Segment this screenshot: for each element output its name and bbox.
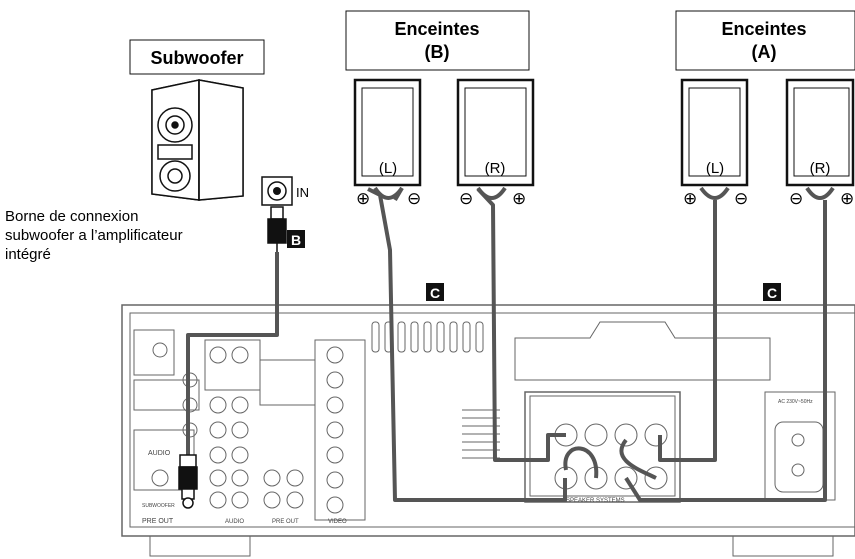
speakers-b-title-box: Enceintes (B): [345, 10, 530, 71]
minus-terminal-b-right: ⊖: [459, 189, 473, 208]
plus-terminal-b-left: ⊕: [356, 189, 370, 208]
pre-out-left-label: PRE OUT: [142, 518, 174, 525]
plus-terminal-a-left: ⊕: [683, 189, 697, 208]
speakers-b-title-line1: Enceintes: [394, 19, 479, 39]
minus-terminal-a-right: ⊖: [789, 189, 803, 208]
ac-label: AC 230V~50Hz: [778, 399, 813, 405]
subwoofer-icon: [151, 79, 244, 201]
pre-out-mid-label: PRE OUT: [272, 519, 299, 525]
speaker-b-left-label: (L): [379, 160, 397, 177]
speaker-b-right: (R): [456, 78, 535, 187]
subwoofer-in-label: IN: [296, 185, 309, 200]
video-label: VIDEO: [328, 519, 347, 525]
caption-line1: Borne de connexion: [5, 208, 138, 225]
audio-left-label: AUDIO: [148, 450, 171, 457]
receiver-rear-panel: [121, 304, 855, 557]
svg-text:C: C: [430, 285, 440, 301]
speaker-a-left-label: (L): [706, 160, 724, 177]
subwoofer-tag-label: SUBWOOFER: [142, 503, 175, 509]
svg-text:C: C: [767, 285, 777, 301]
cable-marker-b: B: [287, 230, 305, 248]
speaker-b-left: (L): [353, 78, 422, 187]
caption-line3: intégré: [5, 246, 51, 263]
subwoofer-label: Subwoofer: [151, 48, 244, 68]
subwoofer-input-jack: IN: [261, 176, 309, 206]
speaker-b-right-label: (R): [485, 160, 506, 177]
speaker-systems-label: SPEAKER SYSTEMS: [566, 498, 625, 504]
speakers-a-title-line1: Enceintes: [721, 19, 806, 39]
speaker-a-right-label: (R): [810, 160, 831, 177]
speakers-a-title-box: Enceintes (A): [675, 10, 855, 71]
speakers-a-title-line2: (A): [752, 42, 777, 62]
caption-line2: subwoofer a l’amplificateur: [5, 227, 183, 244]
cable-marker-c-left: C: [426, 283, 444, 301]
cable-marker-c-right: C: [763, 283, 781, 301]
cables: [186, 186, 835, 502]
speakers-b-title-line2: (B): [425, 42, 450, 62]
minus-terminal-a-left: ⊖: [734, 189, 748, 208]
rca-plug-top: [267, 206, 287, 252]
audio-mid-label: AUDIO: [225, 519, 244, 525]
plus-terminal-a-right: ⊕: [840, 189, 854, 208]
speaker-a-left: (L): [680, 78, 749, 187]
minus-terminal-b-left: ⊖: [407, 189, 421, 208]
subwoofer-caption: Borne de connexion subwoofer a l’amplifi…: [5, 208, 183, 263]
subwoofer-label-box: Subwoofer: [129, 39, 265, 75]
plus-terminal-b-right: ⊕: [512, 189, 526, 208]
rca-plug-bottom: [178, 454, 198, 509]
speaker-terminals: ⊕ ⊖ ⊖ ⊕ ⊕ ⊖ ⊖ ⊕: [356, 189, 854, 208]
svg-text:B: B: [291, 232, 301, 248]
speaker-a-right: (R): [785, 78, 855, 187]
